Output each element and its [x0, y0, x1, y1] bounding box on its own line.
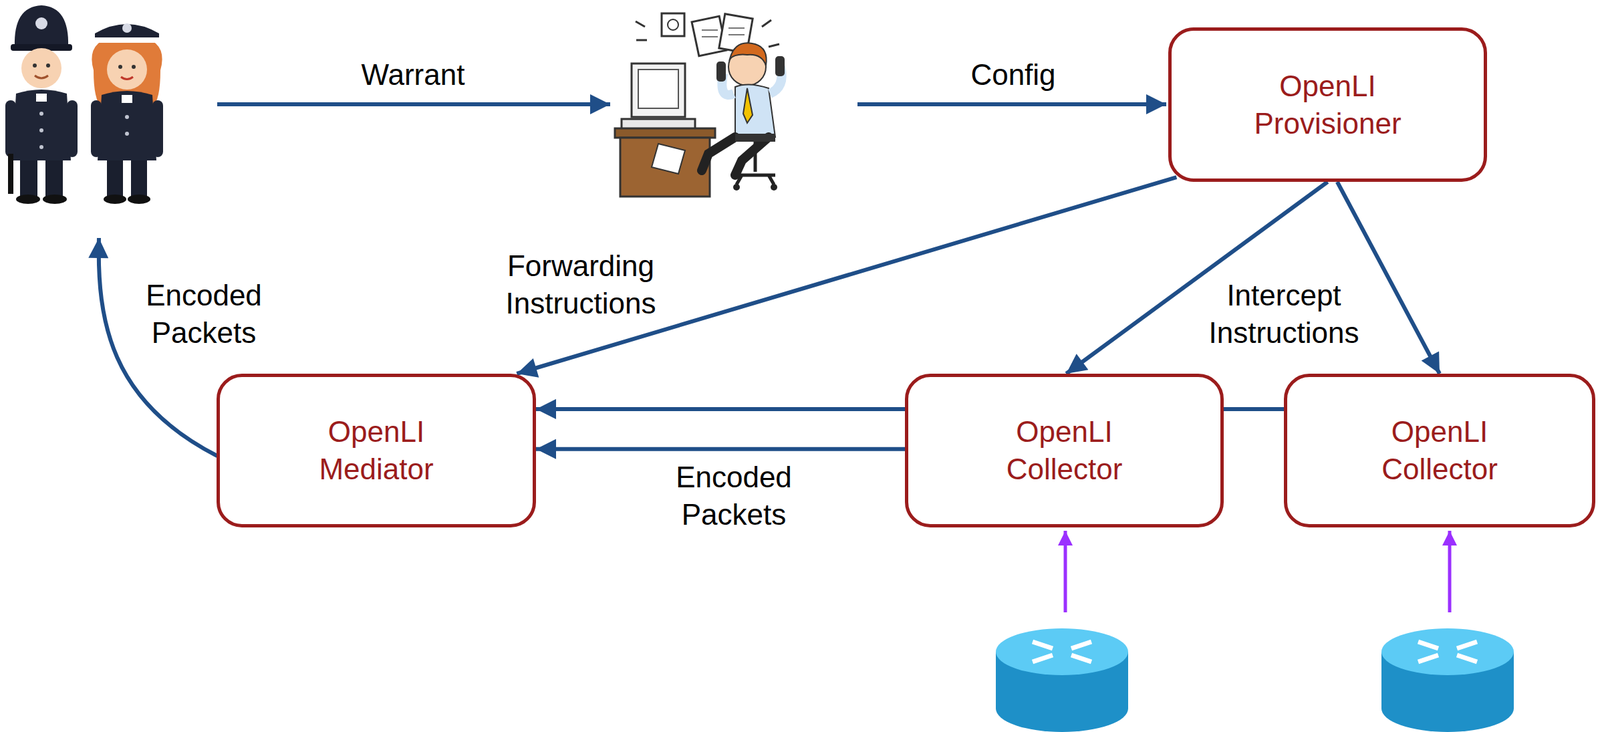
capture-arrow [1063, 530, 1068, 613]
node-label: OpenLI Collector [1006, 413, 1123, 488]
edge-label: Intercept Instructions [1206, 276, 1363, 352]
process-box: OpenLI Collector [1283, 373, 1596, 528]
process-box: OpenLI Collector [904, 373, 1224, 528]
flow-arrow [536, 447, 905, 452]
flow-label: Config [967, 56, 1058, 94]
node-label: OpenLI Mediator [318, 413, 434, 488]
config-arrow [857, 102, 1167, 107]
capture-arrow [1448, 530, 1452, 613]
router-icon [995, 628, 1129, 732]
router-icon [1381, 628, 1514, 732]
police-officers [5, 5, 164, 204]
node-label: OpenLI Provisioner [1253, 67, 1401, 143]
process-box: OpenLI Provisioner [1168, 27, 1488, 182]
office-worker [614, 13, 785, 197]
edge-label: Forwarding Instructions [503, 247, 659, 323]
flow-label: Encoded Packets [143, 276, 265, 352]
flow-label: Warrant [358, 56, 468, 94]
edge-label: Encoded Packets [673, 458, 795, 534]
warrant-arrow [217, 102, 611, 107]
node-label: OpenLI Collector [1381, 413, 1498, 488]
process-box: OpenLI Mediator [216, 373, 537, 528]
